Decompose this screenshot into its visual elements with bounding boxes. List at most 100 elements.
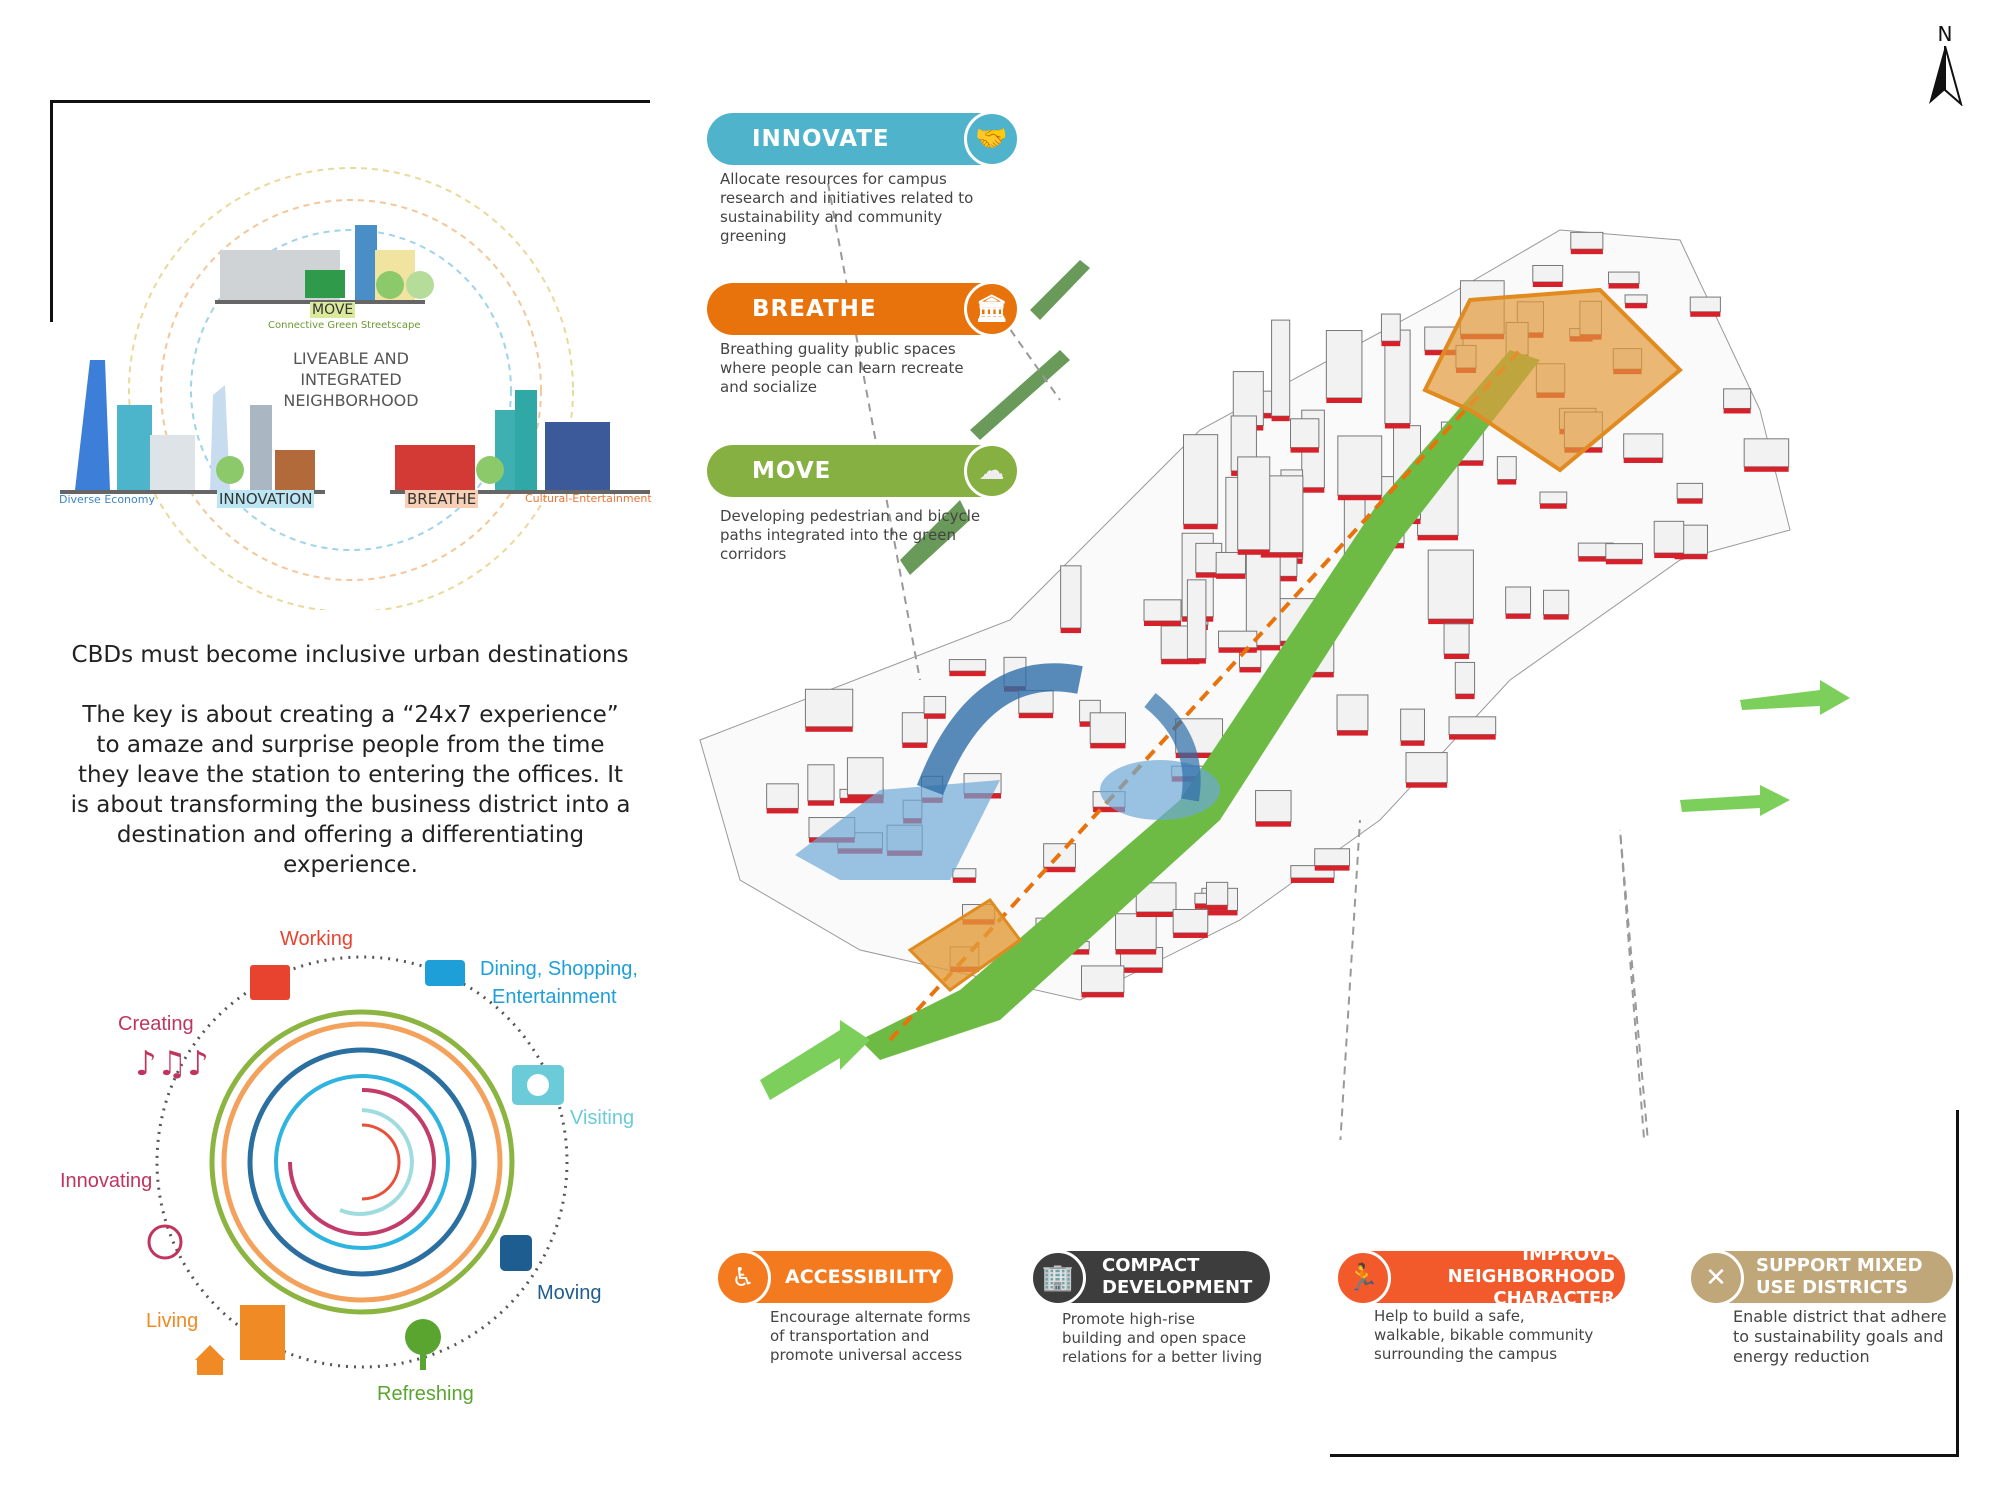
green-arrows [760, 680, 1850, 1100]
building-frontage [1201, 910, 1238, 916]
building-frontage [1608, 283, 1640, 289]
handshake-icon: 🤝 [964, 111, 1020, 167]
building [1255, 790, 1292, 823]
strategy-innovate-title: INNOVATE [752, 126, 890, 152]
activity-working: Working [280, 928, 353, 950]
building-frontage [1532, 282, 1563, 288]
building [952, 868, 977, 879]
green-corridor [860, 350, 1540, 1060]
trees-icon: ☁ [964, 443, 1020, 499]
building-frontage [805, 726, 853, 732]
building-frontage [1570, 249, 1603, 255]
strategy-accessibility: ♿ ACCESSIBILITY [715, 1250, 953, 1306]
building [1743, 438, 1790, 468]
runner-icon: 🏃 [1335, 1250, 1391, 1306]
north-arrow: N [1925, 22, 1965, 107]
building [1723, 388, 1752, 409]
city-axonometric-map [699, 180, 1850, 1140]
building [1271, 319, 1291, 417]
building [948, 659, 987, 672]
building-frontage [1248, 413, 1287, 419]
building-frontage [1744, 466, 1789, 472]
green-park-1 [970, 350, 1070, 440]
activity-cycle: ♪♫♪ Working Dining, Shopping, Entertainm… [40, 920, 660, 1420]
building [1218, 630, 1258, 649]
building [1237, 456, 1271, 551]
building [1543, 589, 1570, 616]
building [1623, 433, 1664, 459]
building-frontage [1218, 647, 1257, 653]
building [1624, 294, 1648, 304]
building [1337, 435, 1383, 496]
building-frontage [1381, 341, 1401, 347]
north-arrow-icon [1929, 45, 1963, 107]
building-frontage [902, 742, 928, 748]
building [1443, 623, 1470, 655]
building-frontage [1195, 572, 1222, 578]
building [1605, 543, 1644, 560]
plaza-top [1422, 287, 1683, 473]
building [1496, 456, 1517, 481]
frame-top-left [50, 100, 650, 103]
flow-arrow-right [1144, 692, 1201, 802]
statement-headline: CBDs must become inclusive urban destina… [71, 642, 629, 668]
building [1676, 482, 1704, 500]
frame-bottom-right [1330, 1454, 1959, 1457]
move-label: MOVE [310, 302, 356, 318]
building [1532, 264, 1564, 283]
move-sub: Connective Green Streetscape [268, 320, 421, 331]
strategy-breathe-title: BREATHE [752, 296, 877, 322]
building-frontage [1578, 556, 1614, 562]
building-frontage [1605, 559, 1643, 565]
breathe-label: BREATHE [405, 490, 479, 508]
building-frontage [1677, 498, 1703, 504]
building-frontage [1018, 713, 1054, 719]
building-frontage [1539, 503, 1567, 509]
building-frontage [1206, 905, 1228, 911]
building-frontage [1449, 734, 1496, 740]
fork-spoon-icon: ✕ [1688, 1250, 1744, 1306]
building-frontage [1497, 479, 1517, 485]
building-frontage [1060, 628, 1081, 634]
building [1143, 599, 1182, 622]
building-frontage [847, 794, 884, 800]
neighborhood-diagram: MOVE Connective Green Streetscape LIVEAB… [55, 160, 655, 610]
building [1186, 579, 1207, 660]
building [923, 695, 947, 715]
building [1608, 271, 1640, 285]
frame-right [1956, 1110, 1959, 1457]
building [901, 712, 928, 744]
building-frontage [766, 808, 799, 814]
building [1081, 965, 1125, 993]
building-frontage [1444, 654, 1470, 660]
activity-innovating: Innovating [60, 1170, 153, 1192]
building [1689, 296, 1721, 313]
building [1380, 313, 1401, 342]
strategy-move-title: MOVE [752, 458, 832, 484]
museum-icon: 🏛 [964, 281, 1020, 337]
building [804, 688, 854, 728]
building-frontage [1237, 549, 1270, 555]
activity-living: Living [146, 1310, 199, 1332]
building-frontage [1314, 865, 1350, 871]
water-right [1100, 760, 1220, 820]
building [807, 764, 835, 802]
innovation-label: INNOVATION [217, 490, 315, 508]
center-title: LIVEABLE AND INTEGRATED NEIGHBORHOOD [283, 349, 419, 410]
flow-arrow-left [916, 663, 1083, 796]
activity-visiting: Visiting [570, 1107, 635, 1129]
building [846, 757, 884, 796]
building-frontage [1301, 487, 1325, 493]
green-park-3 [900, 500, 970, 575]
activity-refreshing: Refreshing [377, 1383, 474, 1405]
building [1505, 586, 1532, 615]
building-frontage [1120, 967, 1163, 973]
building-frontage [807, 800, 835, 806]
building [1205, 881, 1229, 906]
building-frontage [1312, 672, 1334, 678]
building-frontage [1271, 416, 1290, 422]
strategy-move: MOVE ☁ [707, 443, 1020, 499]
